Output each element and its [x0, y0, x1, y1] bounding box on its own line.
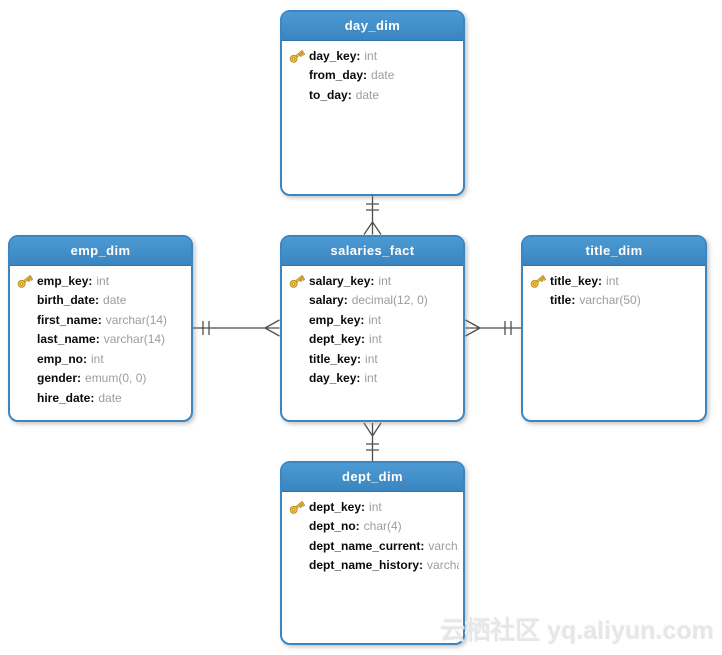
field-row: birth_date date — [16, 291, 187, 311]
primary-key-icon — [16, 274, 37, 288]
primary-key-icon — [288, 49, 309, 63]
primary-key-icon — [288, 500, 309, 514]
field-row: salary decimal(12, 0) — [288, 291, 459, 311]
field-row: emp_key int — [288, 310, 459, 330]
table-title[interactable]: dept_dim — [282, 463, 463, 492]
field-row: to_day date — [288, 85, 459, 105]
connector-title-salaries[interactable] — [465, 319, 522, 337]
field-row: dept_no char(4) — [288, 517, 459, 537]
table-fields: day_key int from_day date to_day date — [282, 41, 463, 105]
field-row: gender emum(0, 0) — [16, 369, 187, 389]
field-row: dept_name_history varcha... — [288, 556, 459, 576]
table-title[interactable]: day_dim — [282, 12, 463, 41]
field-row: from_day date — [288, 66, 459, 86]
connector-day-salaries[interactable] — [363, 196, 382, 235]
table-emp-dim[interactable]: emp_dim emp_key int birth_date date firs… — [8, 235, 193, 422]
field-row: dept_name_current varch... — [288, 536, 459, 556]
field-row: emp_no int — [16, 349, 187, 369]
table-fields: dept_key int dept_no char(4) dept_name_c… — [282, 492, 463, 575]
table-title[interactable]: emp_dim — [10, 237, 191, 266]
field-row: hire_date date — [16, 388, 187, 408]
field-row: dept_key int — [288, 330, 459, 350]
table-fields: emp_key int birth_date date first_name v… — [10, 266, 191, 408]
field-row: title varchar(50) — [529, 291, 701, 311]
table-title[interactable]: title_dim — [523, 237, 705, 266]
table-fields: salary_key int salary decimal(12, 0) emp… — [282, 266, 463, 388]
field-row: last_name varchar(14) — [16, 330, 187, 350]
table-dept-dim[interactable]: dept_dim dept_key int dept_no char(4) de… — [280, 461, 465, 645]
table-salaries-fact[interactable]: salaries_fact salary_key int salary deci… — [280, 235, 465, 422]
connector-emp-salaries[interactable] — [193, 319, 280, 337]
table-title[interactable]: salaries_fact — [282, 237, 463, 266]
table-day-dim[interactable]: day_dim day_key int from_day date to_day… — [280, 10, 465, 196]
field-row: title_key int — [288, 349, 459, 369]
field-row: first_name varchar(14) — [16, 310, 187, 330]
table-fields: title_key int title varchar(50) — [523, 266, 705, 310]
field-row: salary_key int — [288, 271, 459, 291]
table-title-dim[interactable]: title_dim title_key int title varchar(50… — [521, 235, 707, 422]
field-row: day_key int — [288, 369, 459, 389]
primary-key-icon — [529, 274, 550, 288]
site-watermark: 云栖社区 yq.aliyun.com — [440, 617, 714, 645]
connector-dept-salaries[interactable] — [363, 422, 382, 461]
field-row: emp_key int — [16, 271, 187, 291]
field-row: day_key int — [288, 46, 459, 66]
primary-key-icon — [288, 274, 309, 288]
field-row: title_key int — [529, 271, 701, 291]
field-row: dept_key int — [288, 497, 459, 517]
